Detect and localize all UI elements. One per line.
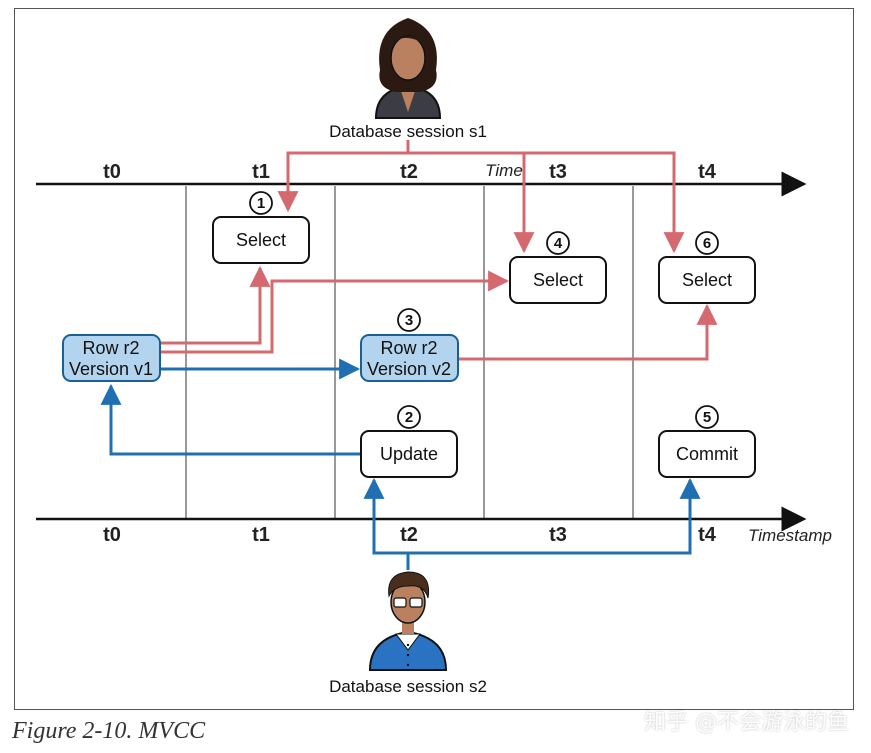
top-tick-t4: t4 bbox=[698, 161, 717, 183]
session-s2-label: Database session s2 bbox=[329, 677, 487, 696]
watermark: 知乎 @不会游泳的鱼 bbox=[644, 710, 849, 735]
arrow-s2-to-update bbox=[363, 477, 410, 570]
step-badge-4: 4 bbox=[546, 231, 570, 255]
arrow-update-to-v1 bbox=[100, 383, 361, 456]
row-v1-line1: Row r2 bbox=[82, 338, 139, 358]
select-6-label: Select bbox=[682, 270, 732, 290]
top-tick-t3: t3 bbox=[549, 161, 567, 183]
step-badge-3: 3 bbox=[397, 308, 421, 332]
svg-text:2: 2 bbox=[405, 409, 413, 426]
row-v1-line2: Version v1 bbox=[69, 359, 153, 379]
blue-arrows bbox=[100, 358, 701, 570]
select-4-label: Select bbox=[533, 270, 583, 290]
row-version-v2-box: Row r2 Version v2 bbox=[360, 334, 459, 382]
commit-label: Commit bbox=[676, 444, 738, 464]
arrow-s1-to-select1 bbox=[277, 140, 410, 213]
top-tick-t2: t2 bbox=[400, 161, 418, 183]
session-s2-person-icon bbox=[368, 571, 448, 671]
bottom-tick-t1: t1 bbox=[252, 524, 270, 546]
row-v2-line2: Version v2 bbox=[367, 359, 451, 379]
red-arrows bbox=[160, 140, 718, 361]
svg-text:1: 1 bbox=[257, 195, 265, 212]
svg-text:6: 6 bbox=[703, 235, 711, 252]
row-v2-line1: Row r2 bbox=[380, 338, 437, 358]
session-s1-label: Database session s1 bbox=[329, 122, 487, 141]
select-box-6: Select bbox=[658, 256, 756, 304]
time-axis-title: Time bbox=[485, 161, 523, 180]
step-badge-5: 5 bbox=[695, 405, 719, 429]
update-label: Update bbox=[380, 444, 438, 464]
select-box-1: Select bbox=[212, 216, 310, 264]
bottom-tick-t2: t2 bbox=[400, 524, 418, 546]
step-badge-6: 6 bbox=[695, 231, 719, 255]
row-version-v1-box: Row r2 Version v1 bbox=[62, 334, 161, 382]
arrow-v1-to-select4 bbox=[160, 270, 510, 354]
svg-text:4: 4 bbox=[554, 235, 563, 252]
figure-frame bbox=[14, 8, 854, 710]
bottom-tick-t0: t0 bbox=[103, 524, 121, 546]
arrow-s1-to-select6 bbox=[408, 151, 685, 254]
timestamp-axis-title: Timestamp bbox=[748, 526, 832, 545]
arrow-v1-to-select1 bbox=[160, 265, 271, 345]
step-badge-2: 2 bbox=[397, 405, 421, 429]
arrow-v2-to-select6 bbox=[458, 303, 718, 361]
svg-text:3: 3 bbox=[405, 312, 413, 329]
step-badge-1: 1 bbox=[249, 191, 273, 215]
figure-caption: Figure 2-10. MVCC bbox=[12, 718, 206, 744]
session-s1-person-icon bbox=[374, 18, 442, 119]
arrow-s2-to-commit bbox=[408, 477, 701, 555]
svg-text:5: 5 bbox=[703, 409, 711, 426]
top-tick-t1: t1 bbox=[252, 161, 270, 183]
top-tick-t0: t0 bbox=[103, 161, 121, 183]
bottom-tick-t3: t3 bbox=[549, 524, 567, 546]
select-box-4: Select bbox=[509, 256, 607, 304]
commit-box: Commit bbox=[658, 430, 756, 478]
mvcc-diagram: t0 t1 t2 t3 t4 Time t0 t1 t2 t3 t4 Times… bbox=[36, 18, 832, 696]
select-1-label: Select bbox=[236, 230, 286, 250]
update-box: Update bbox=[360, 430, 458, 478]
bottom-tick-t4: t4 bbox=[698, 524, 717, 546]
